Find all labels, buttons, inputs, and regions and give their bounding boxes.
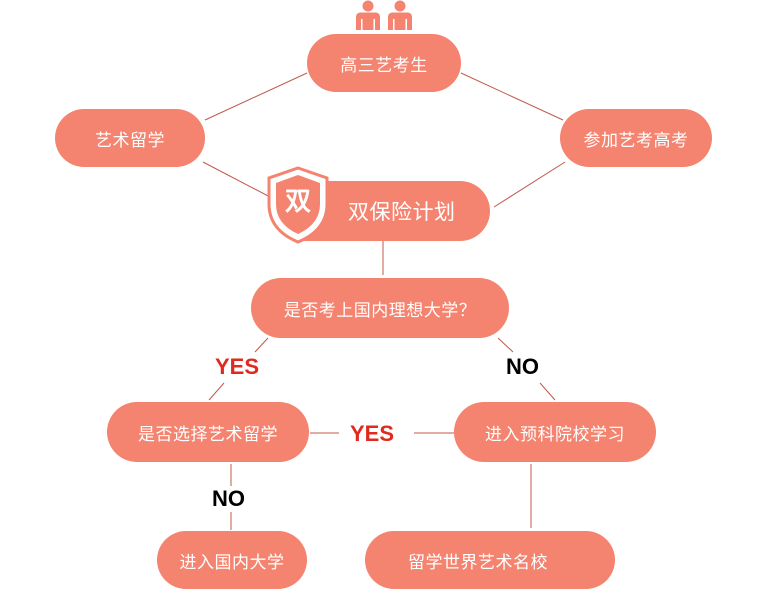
node-question-art-abroad: 是否选择艺术留学 — [107, 402, 309, 462]
node-art-abroad-label: 艺术留学 — [95, 130, 165, 151]
node-gaosan-label: 高三艺考生 — [340, 55, 428, 76]
node-question-art-abroad-label: 是否选择艺术留学 — [138, 424, 278, 445]
connector-gaokao-to-plan — [493, 161, 566, 208]
connector-no-to-prep — [539, 382, 556, 401]
node-question-domestic: 是否考上国内理想大学？ — [251, 278, 509, 338]
connector-gaosan-to-gaokao — [460, 72, 564, 121]
label-no-right: NO — [506, 354, 539, 379]
node-double-plan-label: 双保险计划 — [348, 200, 456, 224]
node-double-plan: 双保险计划 — [296, 181, 490, 241]
node-prep-school-label: 进入预科院校学习 — [485, 424, 625, 445]
node-art-abroad: 艺术留学 — [55, 109, 205, 167]
connector-gaosan-to-art-abroad — [204, 72, 308, 121]
node-prep-school: 进入预科院校学习 — [454, 402, 656, 462]
label-no-bottom: NO — [212, 486, 245, 511]
node-world-art-school: 留学世界艺术名校 — [365, 531, 615, 589]
connector-question-to-yes — [254, 337, 269, 353]
node-gaokao: 参加艺考高考 — [560, 109, 712, 167]
node-domestic-uni-label: 进入国内大学 — [179, 552, 285, 573]
label-yes-left: YES — [215, 354, 260, 379]
node-gaokao-label: 参加艺考高考 — [583, 130, 689, 151]
shield-char: 双 — [284, 187, 311, 217]
node-gaosan: 高三艺考生 — [307, 34, 461, 92]
connector-art-abroad-to-plan — [202, 161, 273, 199]
label-yes-middle: YES — [350, 421, 395, 446]
connector-question-to-no — [497, 337, 514, 353]
shield-icon: 双 — [266, 166, 330, 244]
node-question-domestic-label: 是否考上国内理想大学？ — [283, 300, 477, 321]
node-domestic-uni: 进入国内大学 — [157, 531, 307, 589]
people-icon — [356, 0, 412, 30]
node-world-art-school-label: 留学世界艺术名校 — [408, 552, 548, 573]
connector-yes-to-art-question — [208, 382, 225, 401]
